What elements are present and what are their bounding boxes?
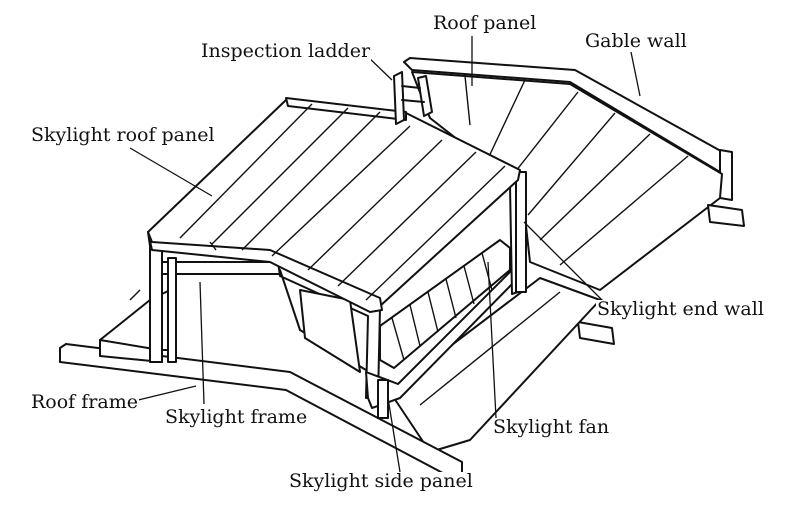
leader-lines <box>129 36 641 473</box>
skylight-frame-label: Skylight frame <box>164 406 309 428</box>
inspection-ladder-label: Inspection ladder <box>200 40 372 62</box>
gable-wall <box>403 57 733 201</box>
skylight-roof-panel-label: Skylight roof panel <box>30 124 216 146</box>
skylight-roof-panel <box>147 97 521 313</box>
roof-panel-label: Roof panel <box>432 12 538 34</box>
skylight-side-panel-label: Skylight side panel <box>288 470 474 492</box>
skylight-end-wall-label: Skylight end wall <box>596 298 765 320</box>
skylight-fan <box>379 239 511 369</box>
skylight-fan-label: Skylight fan <box>492 416 611 438</box>
purlin-ends <box>577 204 745 345</box>
inspection-ladder <box>393 71 433 125</box>
skylight-side-panel <box>365 261 523 419</box>
roof-frame-label: Roof frame <box>30 391 139 413</box>
gable-wall-label: Gable wall <box>584 30 688 52</box>
left-roof-strip <box>99 289 176 351</box>
